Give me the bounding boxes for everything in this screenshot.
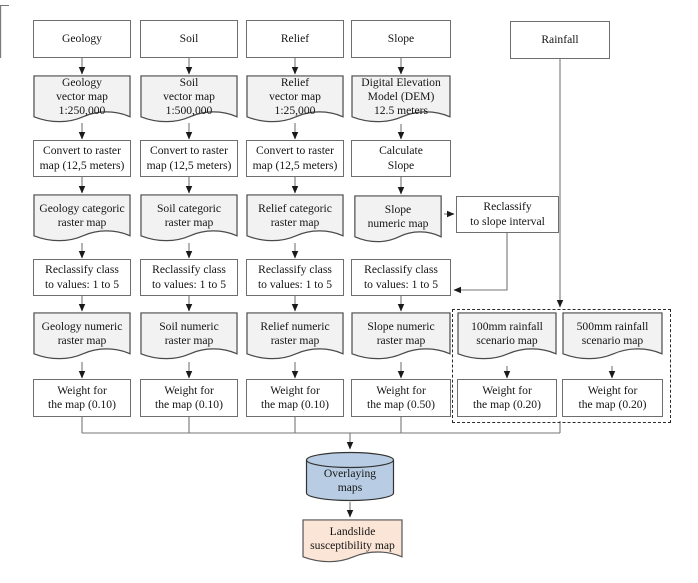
relief-weight-label: Weight for the map (0.10) bbox=[261, 383, 329, 411]
relief-numeric-doc: Relief numeric raster map bbox=[246, 312, 344, 364]
document-shape bbox=[140, 312, 238, 364]
document-shape bbox=[140, 75, 238, 127]
document-shape bbox=[351, 75, 451, 127]
soil-numeric-doc: Soil numeric raster map bbox=[140, 312, 238, 364]
rainfall-500-scenario-doc: 500mm rainfall scenario map bbox=[562, 312, 663, 364]
geology-vector-map-doc: Geology vector map 1:250,000 bbox=[33, 75, 131, 127]
document-shape bbox=[33, 312, 131, 364]
geology-categoric-label: Geology categoric raster map bbox=[39, 201, 125, 229]
slope-source-box: Slope bbox=[351, 20, 451, 58]
rainfall-500-scenario-label: 500mm rainfall scenario map bbox=[576, 319, 649, 347]
soil-weight-box: Weight for the map (0.10) bbox=[140, 379, 238, 417]
document-shape bbox=[351, 312, 451, 364]
dem-doc: Digital Elevation Model (DEM) 12.5 meter… bbox=[351, 75, 451, 127]
document-shape bbox=[246, 312, 344, 364]
soil-numeric-label: Soil numeric raster map bbox=[159, 319, 219, 347]
rainfall-100-weight-label: Weight for the map (0.20) bbox=[473, 383, 541, 411]
reclassify-slope-interval-label: Reclassify to slope interval bbox=[470, 200, 545, 228]
soil-source-label: Soil bbox=[179, 31, 199, 45]
relief-reclassify-label: Reclassify class to values: 1 to 5 bbox=[257, 263, 333, 291]
soil-convert-box: Convert to raster map (12,5 meters) bbox=[140, 140, 238, 177]
soil-categoric-doc: Soil categoric raster map bbox=[140, 194, 238, 246]
soil-reclassify-label: Reclassify class to values: 1 to 5 bbox=[151, 263, 227, 291]
cylinder-shape bbox=[305, 451, 395, 502]
landslide-susceptibility-label: Landslide susceptibility map bbox=[310, 524, 395, 552]
relief-categoric-label: Relief categoric raster map bbox=[258, 201, 332, 229]
landslide-susceptibility-doc: Landslide susceptibility map bbox=[302, 519, 403, 567]
rainfall-500-weight-label: Weight for the map (0.20) bbox=[578, 383, 647, 411]
slope-weight-box: Weight for the map (0.50) bbox=[351, 379, 451, 417]
geology-weight-box: Weight for the map (0.10) bbox=[33, 379, 131, 417]
soil-reclassify-box: Reclassify class to values: 1 to 5 bbox=[140, 259, 238, 296]
geology-convert-label: Convert to raster map (12,5 meters) bbox=[39, 144, 125, 172]
document-shape bbox=[457, 312, 557, 364]
document-shape bbox=[246, 75, 344, 127]
relief-categoric-doc: Relief categoric raster map bbox=[246, 194, 344, 246]
soil-convert-label: Convert to raster map (12,5 meters) bbox=[146, 144, 232, 172]
flow-arrow bbox=[453, 233, 508, 294]
slope-numeric-map-label: Slope numeric map bbox=[367, 202, 429, 230]
geology-vector-map-label: Geology vector map 1:250,000 bbox=[56, 75, 108, 118]
slope-numeric-label: Slope numeric raster map bbox=[367, 319, 435, 347]
relief-vector-map-label: Relief vector map 1:25,000 bbox=[269, 75, 321, 118]
reclassify-slope-interval-box: Reclassify to slope interval bbox=[456, 196, 559, 233]
overlaying-maps-cylinder: Overlaying maps bbox=[305, 451, 395, 502]
rainfall-100-scenario-doc: 100mm rainfall scenario map bbox=[457, 312, 557, 364]
relief-weight-box: Weight for the map (0.10) bbox=[246, 379, 344, 417]
document-shape bbox=[246, 194, 344, 246]
relief-reclassify-box: Reclassify class to values: 1 to 5 bbox=[246, 259, 344, 296]
document-shape bbox=[140, 194, 238, 246]
rainfall-source-box: Rainfall bbox=[510, 21, 610, 59]
document-shape bbox=[33, 75, 131, 127]
document-shape bbox=[562, 312, 663, 364]
relief-source-label: Relief bbox=[280, 31, 310, 45]
slope-numeric-map-doc: Slope numeric map bbox=[354, 195, 442, 247]
rainfall-source-label: Rainfall bbox=[541, 32, 579, 46]
geology-source-label: Geology bbox=[62, 31, 102, 45]
rainfall-100-weight-box: Weight for the map (0.20) bbox=[457, 379, 557, 417]
soil-source-box: Soil bbox=[140, 20, 238, 58]
document-shape bbox=[354, 195, 442, 247]
geology-numeric-doc: Geology numeric raster map bbox=[33, 312, 131, 364]
slope-numeric-doc: Slope numeric raster map bbox=[351, 312, 451, 364]
relief-convert-box: Convert to raster map (12,5 meters) bbox=[246, 140, 344, 177]
rainfall-100-scenario-label: 100mm rainfall scenario map bbox=[471, 319, 543, 347]
overlaying-maps-label: Overlaying maps bbox=[323, 466, 377, 494]
geology-reclassify-label: Reclassify class to values: 1 to 5 bbox=[44, 263, 120, 291]
geology-categoric-doc: Geology categoric raster map bbox=[33, 194, 131, 246]
soil-categoric-label: Soil categoric raster map bbox=[156, 201, 222, 229]
figure-corner-mark bbox=[0, 4, 9, 58]
rainfall-500-weight-box: Weight for the map (0.20) bbox=[562, 379, 663, 417]
geology-weight-label: Weight for the map (0.10) bbox=[48, 383, 116, 411]
dem-label: Digital Elevation Model (DEM) 12.5 meter… bbox=[361, 75, 441, 118]
relief-convert-label: Convert to raster map (12,5 meters) bbox=[252, 144, 338, 172]
geology-convert-box: Convert to raster map (12,5 meters) bbox=[33, 140, 131, 177]
relief-vector-map-doc: Relief vector map 1:25,000 bbox=[246, 75, 344, 127]
relief-source-box: Relief bbox=[246, 20, 344, 58]
slope-source-label: Slope bbox=[387, 31, 415, 45]
slope-reclassify-label: Reclassify class to values: 1 to 5 bbox=[363, 263, 439, 291]
soil-weight-label: Weight for the map (0.10) bbox=[155, 383, 223, 411]
document-shape bbox=[33, 194, 131, 246]
geology-numeric-label: Geology numeric raster map bbox=[41, 319, 123, 347]
calculate-slope-label: Calculate Slope bbox=[379, 144, 423, 172]
rainfall-scenarios-group-outline bbox=[452, 309, 671, 423]
relief-numeric-label: Relief numeric raster map bbox=[260, 319, 330, 347]
geology-source-box: Geology bbox=[33, 20, 131, 58]
slope-reclassify-box: Reclassify class to values: 1 to 5 bbox=[351, 259, 451, 296]
soil-vector-map-doc: Soil vector map 1:500,000 bbox=[140, 75, 238, 127]
geology-reclassify-box: Reclassify class to values: 1 to 5 bbox=[33, 259, 131, 296]
document-shape bbox=[302, 519, 403, 567]
slope-weight-label: Weight for the map (0.50) bbox=[367, 383, 435, 411]
soil-vector-map-label: Soil vector map 1:500,000 bbox=[163, 75, 215, 118]
calculate-slope-box: Calculate Slope bbox=[351, 140, 451, 177]
